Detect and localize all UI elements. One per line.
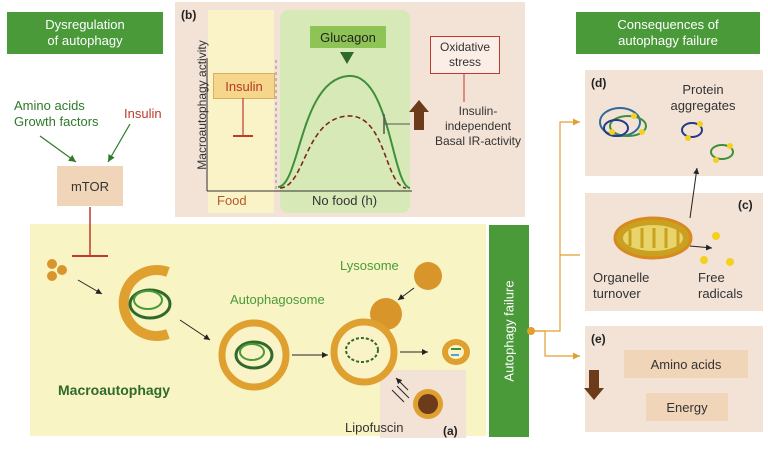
mitochondrion	[613, 216, 693, 260]
amino-acids-label: Amino acids	[14, 98, 85, 113]
panel-d-letter: (d)	[591, 76, 607, 90]
panel-d	[585, 70, 763, 176]
amino-acids-box: Amino acids	[624, 350, 748, 378]
mtor-box: mTOR	[57, 166, 123, 206]
free-radicals-label: Free radicals	[698, 270, 743, 301]
lipofuscin-body	[413, 389, 443, 419]
autophagosome-label: Autophagosome	[230, 292, 325, 307]
insulin-to-mtor-arrow	[107, 123, 131, 163]
to-panel-d-connector	[531, 118, 580, 332]
lysosome-label: Lysosome	[340, 258, 399, 273]
protein-aggregate-small-2	[710, 143, 734, 163]
panel-e-letter: (e)	[591, 332, 606, 346]
insulin-input-label: Insulin	[124, 106, 162, 121]
protein-aggregate-small-1	[681, 121, 703, 141]
mito-to-radicals-arrow	[689, 244, 713, 251]
lipofuscin-arrow	[395, 377, 409, 391]
no-food-label: No food (h)	[312, 193, 378, 208]
macroautophagy-title: Macroautophagy	[58, 382, 171, 398]
reduced-activity-curve	[279, 115, 407, 189]
food-label: Food	[217, 193, 247, 208]
growth-to-mtor-arrow	[39, 135, 77, 163]
oxidative-stress-box: Oxidative stress	[430, 36, 500, 74]
lipofuscin-block-2	[396, 385, 410, 399]
panel-c-letter: (c)	[738, 198, 753, 212]
fasting-activity-curve	[277, 74, 411, 189]
energy-box: Energy	[646, 393, 728, 421]
autophagosome	[218, 319, 290, 391]
flow-arrow-2	[179, 319, 211, 341]
glucagon-box: Glucagon	[310, 26, 386, 48]
protein-aggregate-large	[599, 107, 647, 137]
residual-body	[442, 339, 470, 365]
dysregulation-banner: Dysregulation of autophagy	[7, 12, 163, 54]
up-arrow-icon	[409, 100, 429, 130]
to-panel-e-connector	[531, 330, 580, 360]
free-radical-stars	[700, 232, 734, 266]
protein-aggregates-label: Protein aggregates	[670, 82, 736, 113]
lysosome-arrow	[397, 287, 415, 301]
autolysosome	[330, 318, 398, 386]
panel-a-letter: (a)	[443, 424, 458, 438]
lipofuscin-block-1	[391, 389, 405, 403]
input-signals: Amino acids Growth factors	[14, 98, 99, 130]
consequences-banner: Consequences of autophagy failure	[576, 12, 760, 54]
lipofuscin-label: Lipofuscin	[345, 420, 404, 435]
down-arrow-icon	[584, 370, 604, 400]
organelle-turnover-label: Organelle turnover	[593, 270, 650, 301]
basal-ir-label: Insulin- independent Basal IR-activity	[434, 104, 522, 148]
food-zone	[208, 10, 274, 213]
lysosome	[414, 262, 442, 290]
growth-factors-label: Growth factors	[14, 114, 99, 129]
panel-b-letter: (b)	[181, 8, 197, 22]
glucagon-pointer	[340, 52, 354, 64]
phagophore	[118, 265, 172, 341]
insulin-box: Insulin	[213, 73, 275, 99]
autophagy-failure-bar	[489, 225, 529, 437]
radicals-to-aggregates-arrow	[689, 167, 700, 219]
flow-arrow-1	[77, 279, 103, 295]
cytoplasm-dots	[47, 259, 67, 281]
